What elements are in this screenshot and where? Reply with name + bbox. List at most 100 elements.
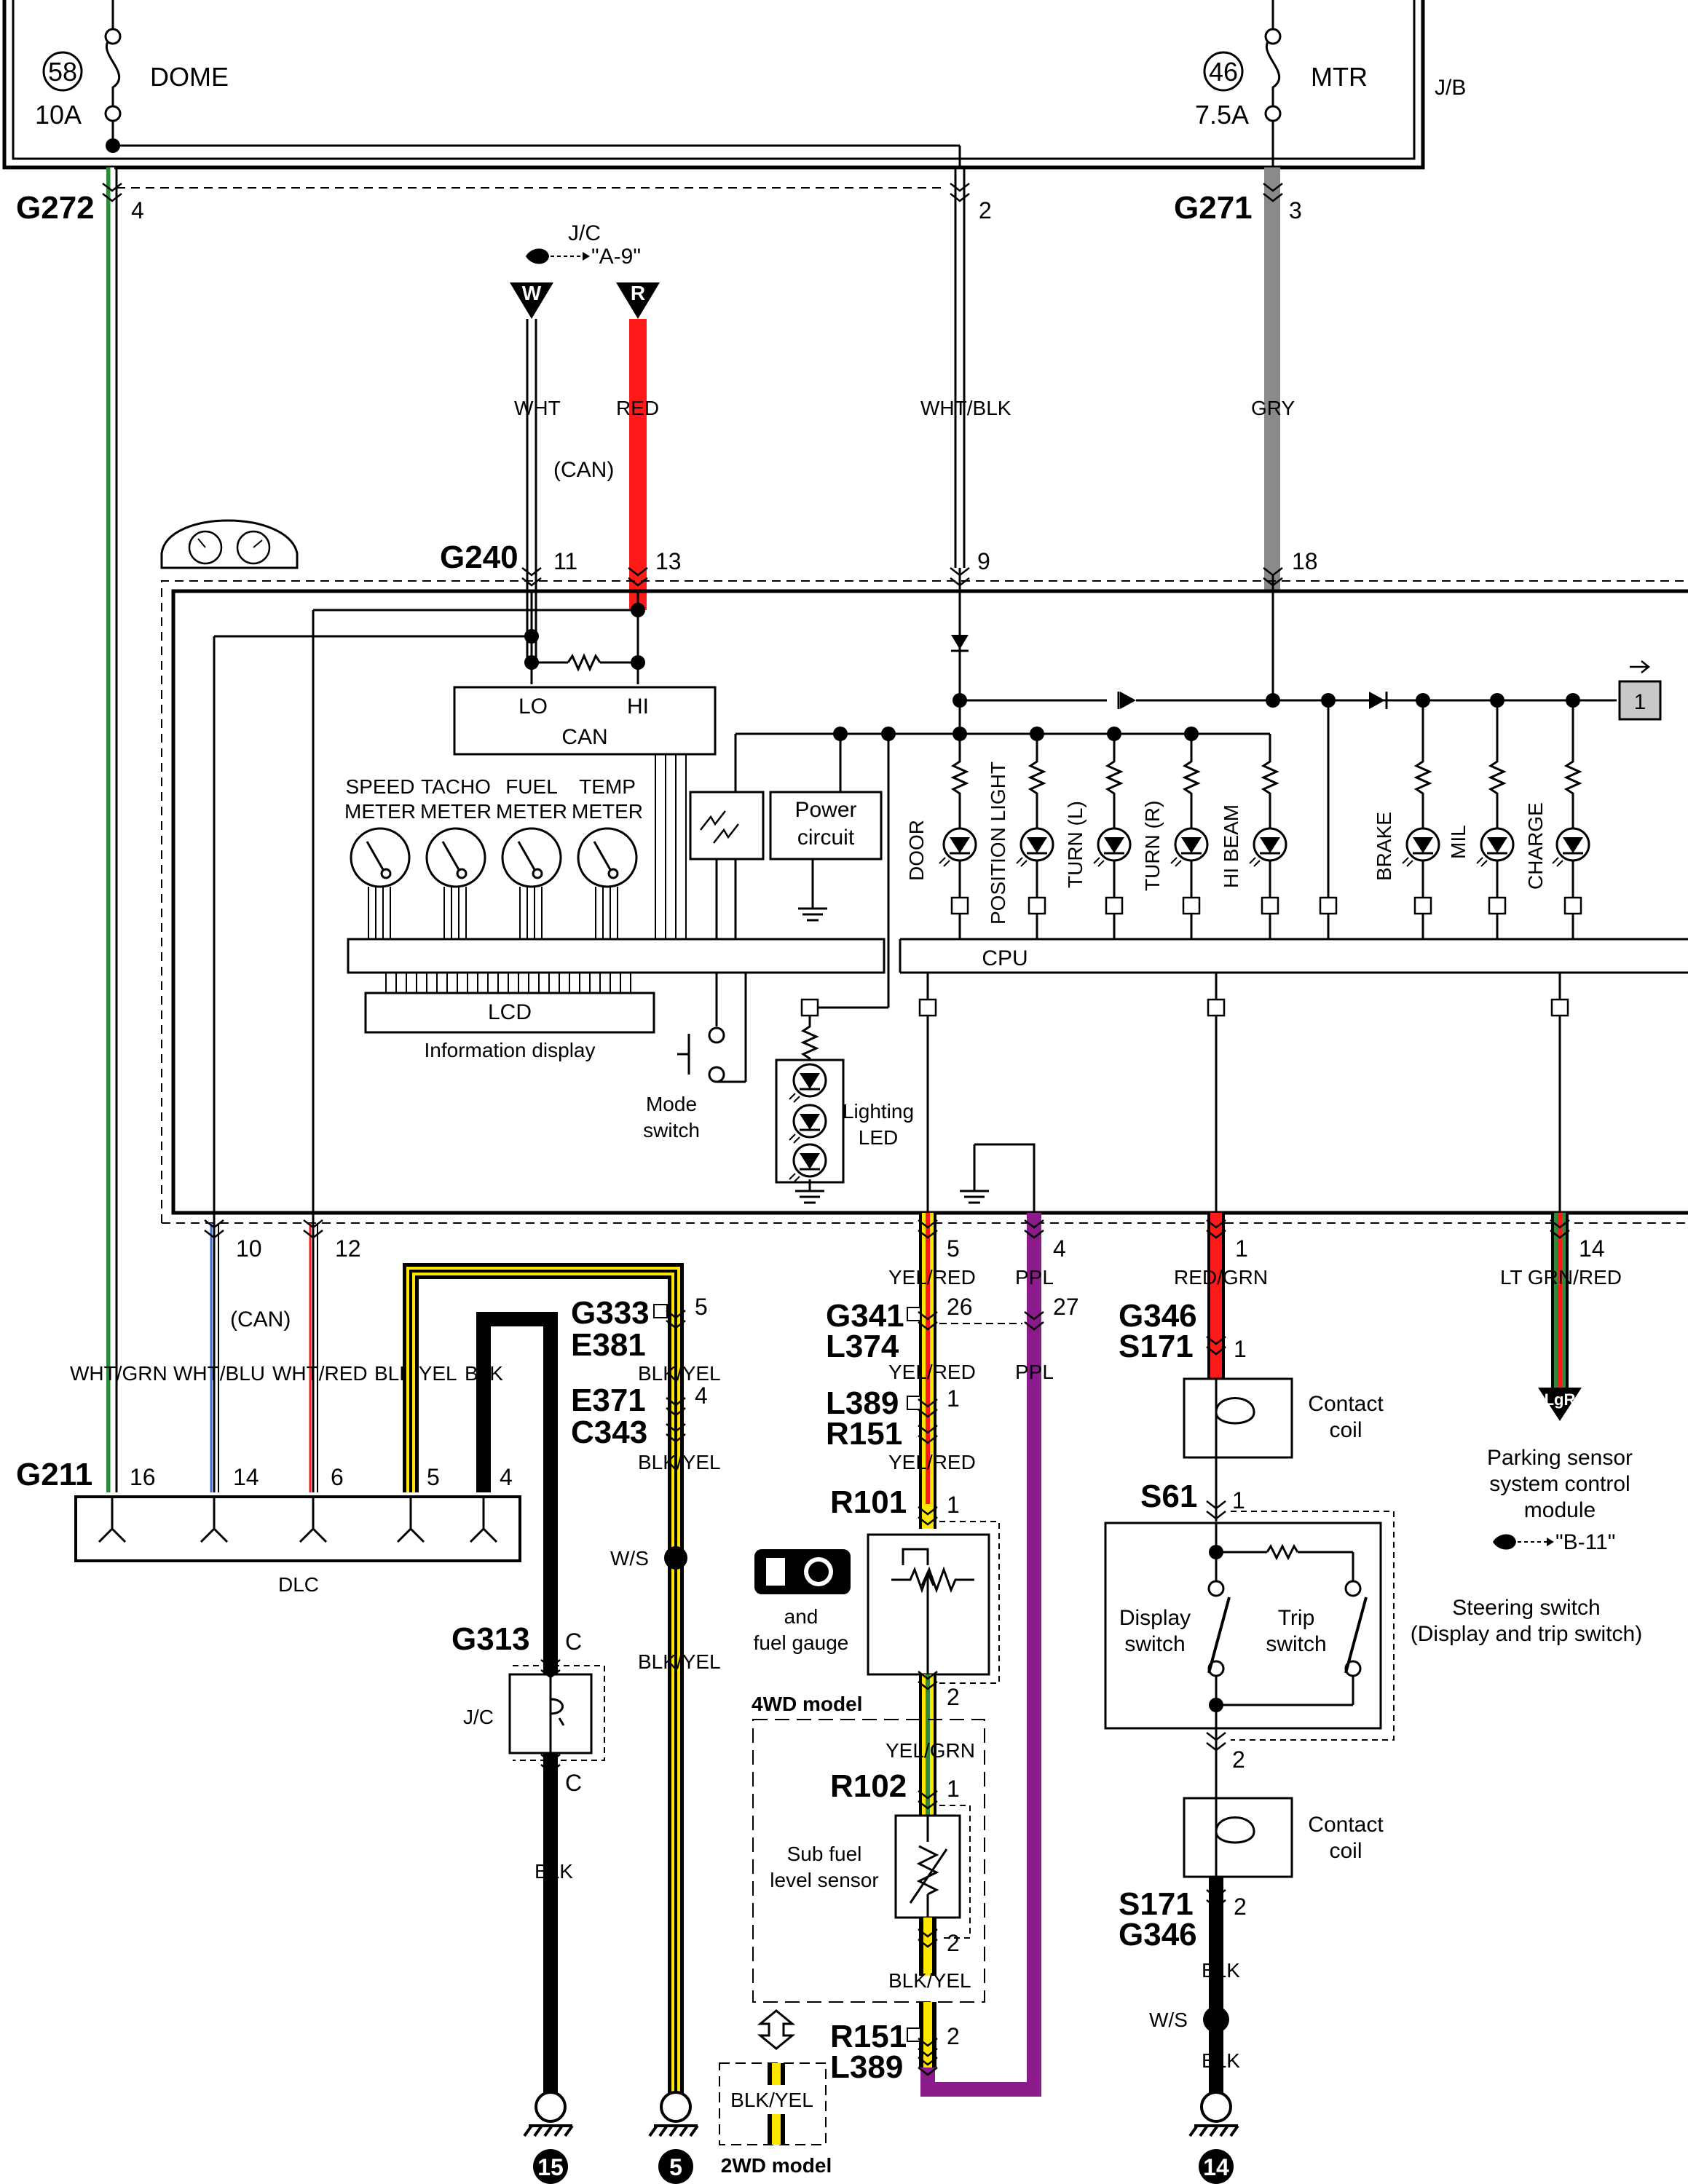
wire-label-red: RED bbox=[616, 397, 659, 419]
fuse-58-number: 58 bbox=[48, 57, 77, 87]
speed-meter-label-2: METER bbox=[344, 800, 416, 823]
pin-r101-2: 2 bbox=[947, 1684, 960, 1710]
triangle-r-icon bbox=[616, 282, 660, 319]
model-4wd-label: 4WD model bbox=[752, 1693, 862, 1715]
wire-wht-blk bbox=[954, 167, 966, 568]
wire-label-blk-2: BLK bbox=[535, 1860, 573, 1883]
wire-label-blk-yel-1: BLK/YEL bbox=[638, 1362, 721, 1385]
wire-label-yel-red-2: YEL/RED bbox=[888, 1361, 976, 1383]
brake-led-icon bbox=[1401, 827, 1440, 868]
contact-coil-label-4: coil bbox=[1329, 1839, 1362, 1863]
temp-meter-label-2: METER bbox=[572, 800, 643, 823]
steering-switch-label-2: (Display and trip switch) bbox=[1411, 1622, 1642, 1646]
connector-e371: E371 bbox=[571, 1382, 646, 1418]
lcd-block bbox=[364, 992, 655, 1034]
pin-g346-1: 1 bbox=[1234, 1336, 1247, 1362]
contact-coil-label-1: Contact bbox=[1308, 1392, 1384, 1416]
fuse-58-badge bbox=[42, 51, 83, 92]
wire-label-wht-grn: WHT/GRN bbox=[70, 1362, 167, 1385]
pin-g240-9: 9 bbox=[977, 548, 990, 574]
ws-label-1: W/S bbox=[610, 1547, 649, 1570]
jc-mid-label: J/C bbox=[463, 1706, 494, 1728]
fuel-gauge-rheostat-icon bbox=[891, 1548, 974, 1674]
triangle-r-text: R bbox=[631, 282, 645, 304]
pin-r102-2: 2 bbox=[947, 1930, 960, 1956]
mode-switch-label-2: switch bbox=[643, 1119, 700, 1142]
indicator-leds: DOOR POSITION LIGHT TURN (L) TURN (R) HI… bbox=[888, 700, 1590, 939]
ref-b11: "B-11" bbox=[1555, 1530, 1615, 1554]
ground-5-icon bbox=[648, 2091, 699, 2137]
turn-r-led-icon bbox=[1170, 827, 1209, 868]
regulator-block bbox=[689, 791, 765, 860]
door-label: DOOR bbox=[905, 820, 928, 881]
pin-12: 12 bbox=[335, 1235, 361, 1262]
info-display-label: Information display bbox=[424, 1039, 595, 1061]
can-label-top: (CAN) bbox=[553, 458, 614, 482]
can-block bbox=[453, 686, 717, 756]
fuel-gauge-icon bbox=[501, 827, 562, 888]
connector-g211: G211 bbox=[16, 1457, 92, 1492]
pin-g272-4: 4 bbox=[131, 197, 144, 223]
pin-g211-4: 4 bbox=[500, 1464, 513, 1490]
triangle-lgr-icon bbox=[1538, 1388, 1582, 1421]
hi-beam-led-icon bbox=[1248, 827, 1287, 868]
steering-switch-block bbox=[1104, 1522, 1382, 1730]
power-circuit-label-1: Power bbox=[794, 798, 856, 822]
mil-label: MIL bbox=[1447, 825, 1470, 859]
speed-meter-label-1: SPEED bbox=[346, 775, 415, 798]
wire-label-gry: GRY bbox=[1251, 397, 1295, 419]
lcd-label: LCD bbox=[488, 1000, 532, 1024]
connector-l374: L374 bbox=[826, 1329, 899, 1364]
connector-g272: G272 bbox=[16, 190, 95, 226]
connector-s61: S61 bbox=[1140, 1479, 1197, 1514]
brake-label: BRAKE bbox=[1373, 812, 1395, 881]
wire-label-blk-yel-3: BLK/YEL bbox=[638, 1650, 721, 1673]
wire-label-blk-yel-2: BLK/YEL bbox=[638, 1451, 721, 1473]
meter-cluster-icon bbox=[160, 519, 299, 569]
turn-l-led-icon bbox=[1092, 827, 1132, 868]
fuel-meter-label-1: FUEL bbox=[505, 775, 558, 798]
connector-r101: R101 bbox=[830, 1484, 907, 1520]
contact-coil-label-2: coil bbox=[1329, 1418, 1362, 1442]
lighting-led-label-2: LED bbox=[859, 1126, 898, 1149]
connector-g271: G271 bbox=[1174, 190, 1253, 226]
can-lo-label: LO bbox=[518, 695, 548, 719]
dlc-connector bbox=[74, 1495, 521, 1562]
trip-switch-label-1: Trip bbox=[1278, 1606, 1315, 1630]
wire-label-wht-blk: WHT/BLK bbox=[920, 397, 1011, 419]
wire-label-red-grn: RED/GRN bbox=[1174, 1266, 1268, 1289]
connector-r102: R102 bbox=[830, 1768, 907, 1804]
pin-g341-27: 27 bbox=[1053, 1294, 1079, 1320]
wire-label-lt-grn-red: LT GRN/RED bbox=[1500, 1266, 1622, 1289]
pin-5: 5 bbox=[947, 1235, 960, 1262]
pin-g211-5: 5 bbox=[427, 1464, 440, 1490]
tacho-gauge-icon bbox=[425, 827, 486, 888]
pin-g211-14: 14 bbox=[233, 1464, 259, 1490]
contact-coil-1 bbox=[1183, 1377, 1293, 1459]
junction-box: 58 10A DOME 46 7.5A MTR J/B bbox=[2, 0, 1466, 170]
ground-5-label: 5 bbox=[669, 2154, 682, 2180]
parking-sensor-label-2: system control bbox=[1489, 1472, 1630, 1496]
can-hi-label: HI bbox=[627, 695, 649, 719]
ground-15-icon bbox=[523, 2091, 574, 2137]
wire-gry bbox=[1264, 167, 1280, 590]
wire-blk-yel-main bbox=[403, 1263, 684, 2097]
connector-l389-b: L389 bbox=[830, 2049, 903, 2085]
contact-coil-2-icon bbox=[1215, 1798, 1255, 1877]
wire-wht-blu bbox=[210, 1213, 219, 1492]
pin-s61-1: 1 bbox=[1232, 1487, 1245, 1514]
triangle-w-text: W bbox=[522, 282, 542, 304]
tacho-meter-label-1: TACHO bbox=[421, 775, 491, 798]
jb-label: J/B bbox=[1435, 76, 1466, 100]
pin-g341-26: 26 bbox=[947, 1294, 973, 1320]
lighting-led: Lighting LED bbox=[775, 734, 914, 1204]
connector-g346: G346 bbox=[1119, 1298, 1197, 1334]
lighting-led-label-1: Lighting bbox=[843, 1100, 914, 1123]
sub-fuel-label-1: Sub fuel bbox=[787, 1843, 862, 1865]
contact-coil-2 bbox=[1183, 1797, 1293, 1878]
connector-g313: G313 bbox=[451, 1621, 530, 1657]
pin-e371-4: 4 bbox=[695, 1382, 708, 1409]
reference-box-1-label: 1 bbox=[1634, 690, 1646, 714]
alternate-arrow-icon bbox=[757, 2009, 796, 2050]
